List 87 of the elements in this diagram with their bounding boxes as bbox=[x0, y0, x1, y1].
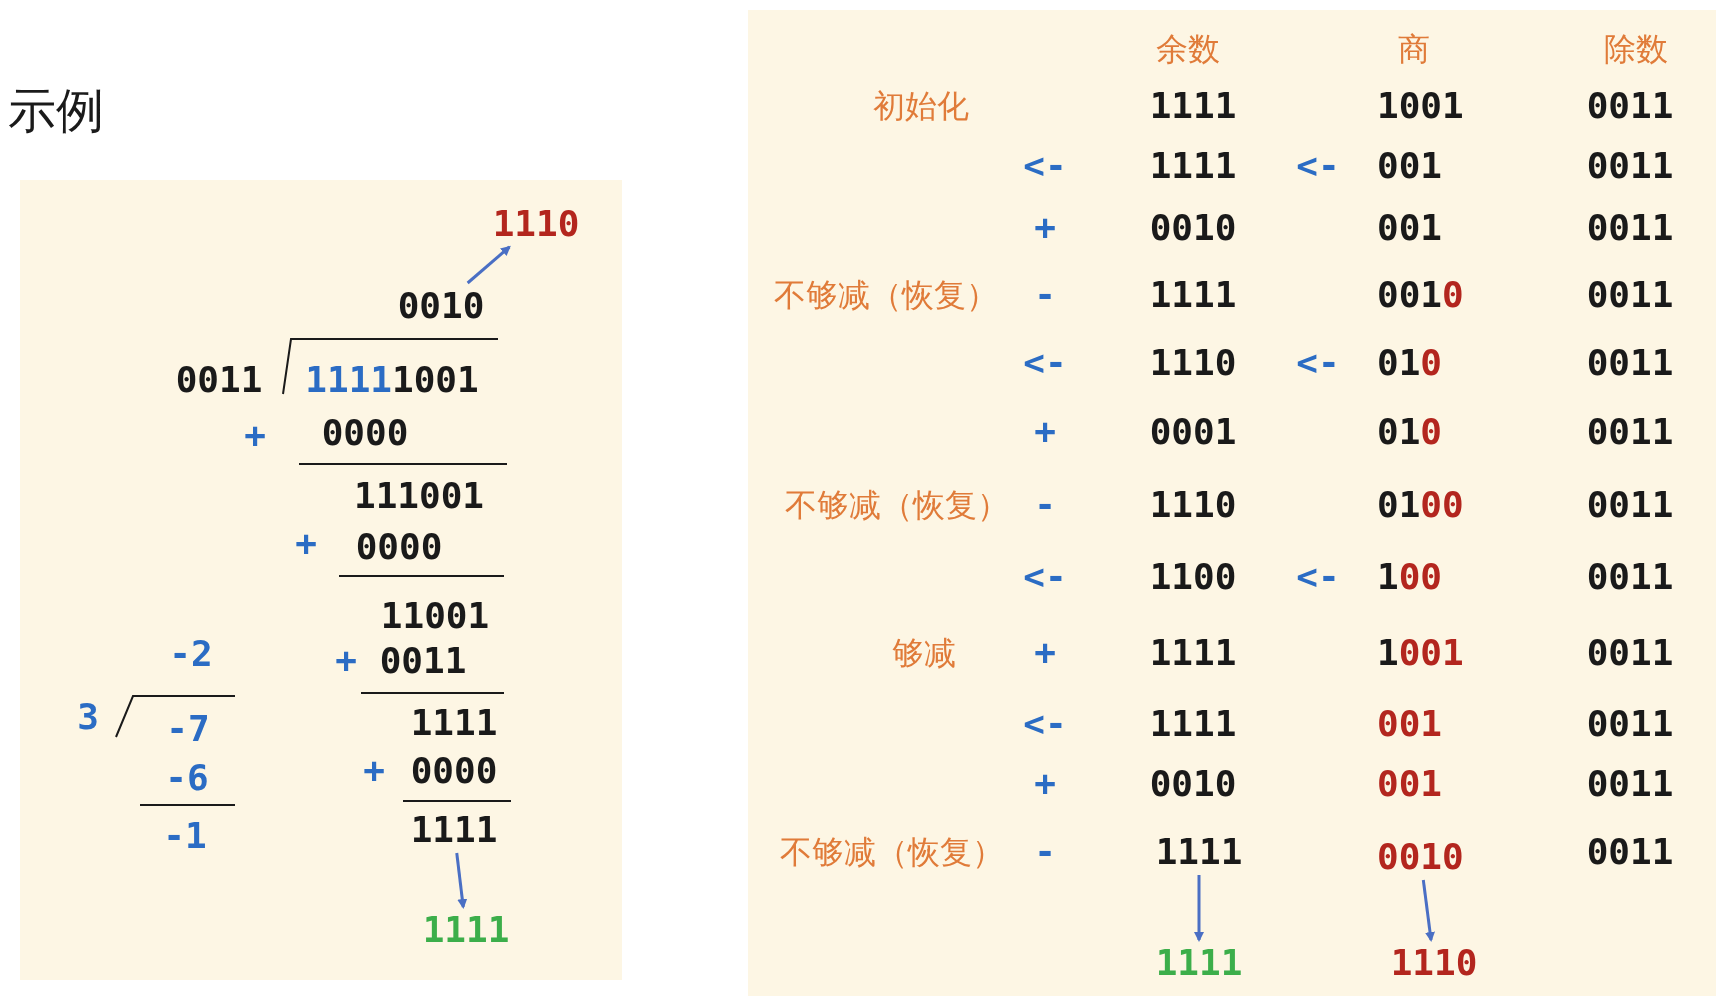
binary-number: 0001 bbox=[1149, 414, 1237, 450]
binary-number: 1111 bbox=[410, 812, 498, 848]
binary-number: 001 bbox=[1377, 766, 1443, 802]
binary-number: 0011 bbox=[1586, 148, 1674, 184]
binary-number: 111001 bbox=[354, 478, 484, 514]
operator-sign: - bbox=[1034, 487, 1056, 523]
binary-number: 0011 bbox=[175, 362, 263, 398]
binary-number: 0011 bbox=[1586, 635, 1674, 671]
operator-sign: <- bbox=[1296, 559, 1340, 595]
binary-number: 1111 bbox=[1149, 635, 1237, 671]
binary-number: 11111001 bbox=[305, 362, 479, 398]
binary-number: 010 bbox=[1377, 345, 1443, 381]
operator-sign: <- bbox=[1296, 345, 1340, 381]
operator-sign: <- bbox=[1023, 345, 1067, 381]
arrow bbox=[1194, 875, 1204, 942]
decimal-number: 3 bbox=[77, 699, 99, 735]
operator-sign: + bbox=[295, 526, 317, 562]
binary-number: 0011 bbox=[1586, 414, 1674, 450]
binary-number: 0011 bbox=[1586, 834, 1674, 870]
step-label: 不够减（恢复） bbox=[785, 489, 1009, 521]
decimal-number: -7 bbox=[166, 711, 210, 747]
binary-number: 0000 bbox=[355, 529, 443, 565]
binary-number: 11001 bbox=[380, 598, 490, 634]
title-text: 示例 bbox=[8, 86, 104, 134]
decimal-number: -1 bbox=[163, 818, 207, 854]
binary-number: 0011 bbox=[1586, 766, 1674, 802]
binary-number: 001 bbox=[1377, 210, 1443, 246]
binary-number: 100 bbox=[1377, 559, 1443, 595]
binary-number: 1111 bbox=[1149, 277, 1237, 313]
arrow bbox=[455, 852, 468, 909]
binary-number: 0011 bbox=[1586, 88, 1674, 124]
operator-sign: + bbox=[1034, 635, 1056, 671]
operator-sign: - bbox=[1034, 834, 1056, 870]
operator-sign: + bbox=[1034, 766, 1056, 802]
operator-sign: + bbox=[1034, 210, 1056, 246]
binary-number: 0010 bbox=[1377, 277, 1464, 313]
column-header: 除数 bbox=[1604, 33, 1668, 65]
step-label: 不够减（恢复） bbox=[780, 836, 1004, 868]
arrow bbox=[466, 245, 511, 285]
binary-number: 0011 bbox=[1586, 277, 1674, 313]
binary-number: 1111 bbox=[1155, 834, 1243, 870]
column-header: 商 bbox=[1398, 33, 1430, 65]
binary-number: 1001 bbox=[1377, 88, 1464, 124]
binary-number: 0011 bbox=[379, 643, 467, 679]
operator-sign: + bbox=[244, 418, 266, 454]
binary-number: 1110 bbox=[492, 206, 580, 242]
decimal-number: -2 bbox=[169, 636, 213, 672]
operator-sign: <- bbox=[1023, 559, 1067, 595]
binary-number: 1111 bbox=[410, 705, 498, 741]
binary-number: 1111 bbox=[1149, 148, 1237, 184]
binary-number: 1100 bbox=[1149, 559, 1237, 595]
binary-number: 0011 bbox=[1586, 345, 1674, 381]
binary-number: 0010 bbox=[1149, 210, 1237, 246]
decimal-number: -6 bbox=[165, 760, 209, 796]
binary-number: 0010 bbox=[1377, 839, 1464, 875]
binary-number: 0010 bbox=[397, 288, 485, 324]
arrow bbox=[1421, 879, 1435, 942]
operator-sign: + bbox=[1034, 414, 1056, 450]
binary-number: 1110 bbox=[1149, 487, 1237, 523]
binary-number: 1001 bbox=[1377, 635, 1464, 671]
binary-number: 0011 bbox=[1586, 487, 1674, 523]
step-label: 不够减（恢复） bbox=[774, 279, 998, 311]
binary-number: 0000 bbox=[410, 753, 498, 789]
binary-number: 001 bbox=[1377, 706, 1443, 742]
binary-number: 1110 bbox=[1149, 345, 1237, 381]
binary-number: 0010 bbox=[1149, 766, 1237, 802]
binary-number: 010 bbox=[1377, 414, 1443, 450]
operator-sign: <- bbox=[1023, 148, 1067, 184]
binary-number: 1110 bbox=[1390, 945, 1478, 981]
binary-number: 1111 bbox=[1149, 88, 1237, 124]
step-label: 够减 bbox=[892, 637, 956, 669]
operator-sign: + bbox=[363, 753, 385, 789]
binary-number: 1111 bbox=[1155, 945, 1243, 981]
column-header: 余数 bbox=[1156, 33, 1220, 65]
operator-sign: - bbox=[1034, 277, 1056, 313]
binary-number: 0011 bbox=[1586, 210, 1674, 246]
binary-number: 0011 bbox=[1586, 559, 1674, 595]
binary-number: 0000 bbox=[321, 415, 409, 451]
binary-number: 1111 bbox=[1149, 706, 1237, 742]
step-label: 初始化 bbox=[873, 90, 969, 122]
binary-number: 0011 bbox=[1586, 706, 1674, 742]
binary-number: 001 bbox=[1377, 148, 1443, 184]
operator-sign: <- bbox=[1296, 148, 1340, 184]
operator-sign: <- bbox=[1023, 706, 1067, 742]
binary-number: 0100 bbox=[1377, 487, 1464, 523]
operator-sign: + bbox=[335, 643, 357, 679]
binary-number: 1111 bbox=[422, 912, 510, 948]
